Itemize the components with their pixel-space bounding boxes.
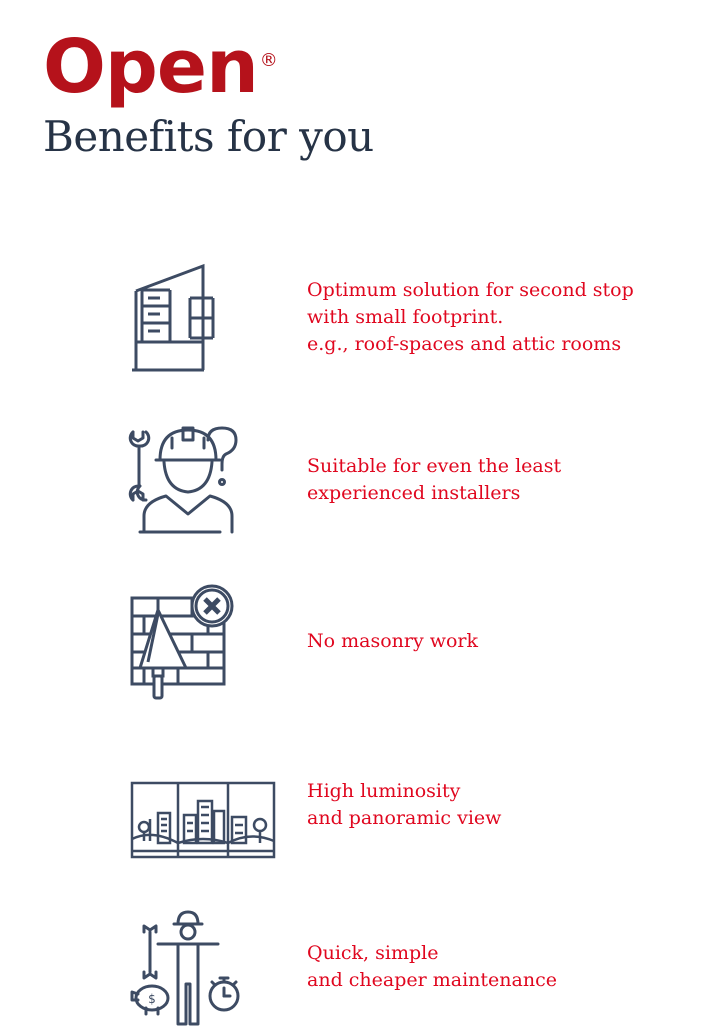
panoramic-window-icon: [128, 760, 276, 880]
benefit-line: Quick, simple: [307, 942, 439, 964]
benefit-text-1: Optimum solution for second stop with sm…: [307, 277, 707, 358]
benefit-line: High luminosity: [307, 780, 461, 802]
benefit-line: Optimum solution for second stop: [307, 279, 634, 301]
benefit-line: Suitable for even the least: [307, 455, 562, 477]
benefit-text-5: Quick, simple and cheaper maintenance: [307, 940, 707, 994]
benefit-line: No masonry work: [307, 630, 479, 652]
benefit-line: and cheaper maintenance: [307, 969, 557, 991]
benefit-text-2: Suitable for even the least experienced …: [307, 453, 707, 507]
benefit-text-3: No masonry work: [307, 628, 707, 655]
maintenance-icon: $: [128, 908, 248, 1028]
svg-text:$: $: [148, 992, 156, 1006]
brand-logo: Open®: [43, 30, 278, 104]
installer-tools-icon: [128, 420, 248, 540]
benefit-line: experienced installers: [307, 482, 521, 504]
benefit-line: e.g., roof-spaces and attic rooms: [307, 333, 622, 355]
benefit-text-4: High luminosity and panoramic view: [307, 778, 707, 832]
building-attic-icon: [128, 258, 248, 378]
registered-mark: ®: [259, 50, 278, 71]
benefit-line: with small footprint.: [307, 306, 504, 328]
benefit-line: and panoramic view: [307, 807, 502, 829]
logo-text: Open: [43, 24, 259, 110]
no-masonry-icon: [128, 580, 248, 700]
page-title: Benefits for you: [43, 112, 374, 161]
